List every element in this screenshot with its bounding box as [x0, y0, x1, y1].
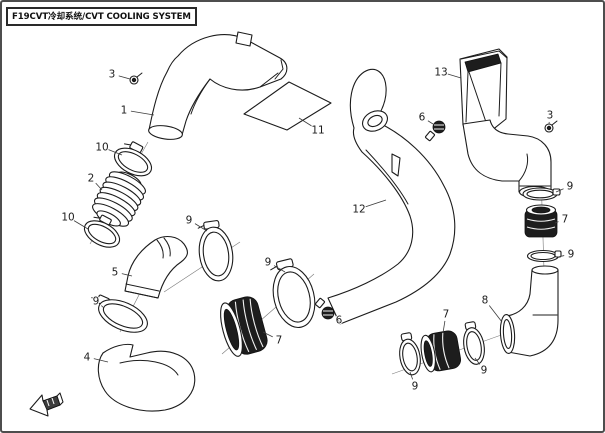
leader-line [273, 265, 286, 273]
part-11-gasket-sheet [243, 81, 332, 131]
leader-line [555, 188, 564, 193]
part-callout-12: 12 [352, 204, 365, 216]
leader-line [557, 255, 565, 258]
part-3-bolt-right [544, 120, 558, 133]
part-callout-6: 6 [336, 315, 343, 327]
part-callout-3: 3 [109, 69, 116, 81]
part-7-bellows-joint-a [220, 296, 268, 357]
leader-line [93, 358, 109, 363]
part-3-bolt-left [129, 72, 143, 85]
part-5-elbow-duct [124, 235, 188, 299]
part-callout-9: 9 [481, 365, 488, 377]
part-4-outlet-duct [97, 343, 196, 412]
front-direction-arrow-icon [29, 392, 64, 417]
part-9-hose-clamp-d [522, 187, 561, 201]
leader-line [118, 75, 131, 80]
leader-line [474, 357, 481, 365]
part-callout-5: 5 [112, 267, 119, 279]
leader-line [73, 220, 89, 230]
part-9-hose-clamp-f [463, 321, 485, 365]
part-9-hose-clamp-a [91, 294, 148, 333]
part-callout-11: 11 [311, 125, 324, 137]
part-callout-7: 7 [443, 309, 450, 321]
leader-line [427, 120, 434, 125]
leader-line [130, 110, 155, 116]
leader-line [298, 117, 313, 127]
part-10-hose-clamp-lower [83, 214, 121, 248]
part-callout-7: 7 [562, 214, 569, 226]
part-callout-9: 9 [568, 249, 575, 261]
leader-line [121, 273, 133, 277]
part-callout-9: 9 [412, 381, 419, 393]
part-callouts: 3 1 10 2 10 5 9 4 9 11 12 9 7 6 9 7 9 8 13 6 3 9 7 9 [60, 66, 575, 394]
leader-line [108, 149, 123, 156]
leader-line [554, 221, 559, 224]
part-callout-3: 3 [547, 110, 554, 122]
part-callout-1: 1 [121, 105, 128, 117]
part-callout-4: 4 [84, 352, 91, 364]
part-9-hose-clamp-c [270, 258, 316, 329]
part-callout-10: 10 [61, 212, 74, 224]
part-callout-9: 9 [93, 296, 100, 308]
part-callout-9: 9 [265, 257, 272, 269]
part-12-intake-tube [327, 68, 456, 325]
leader-line [332, 314, 334, 316]
leader-line [447, 73, 462, 79]
leader-line [442, 320, 446, 334]
part-7-bellows-joint-b [524, 204, 558, 238]
leader-line [409, 371, 414, 380]
part-9-hose-clamp-g [399, 332, 421, 376]
part-6-plug-right [424, 120, 446, 142]
leader-line [262, 331, 273, 338]
part-9-hose-clamp-e [526, 249, 562, 263]
leader-line [194, 223, 208, 232]
part-callout-9: 9 [186, 215, 193, 227]
part-callout-7: 7 [276, 335, 283, 347]
part-callout-6: 6 [419, 112, 426, 124]
part-callout-2: 2 [88, 173, 95, 185]
part-callout-8: 8 [482, 295, 489, 307]
part-2-corrugated-hose [92, 171, 146, 227]
part-13-intake-snorkel [459, 48, 552, 199]
part-1-intake-duct [148, 31, 288, 140]
leader-line [101, 305, 105, 309]
diagram-title: F19CVT冷却系统/CVT COOLING SYSTEM [6, 7, 197, 26]
leader-line [488, 305, 503, 323]
leader-line [95, 182, 103, 191]
part-callout-9: 9 [567, 181, 574, 193]
part-9-hose-clamp-b [197, 220, 234, 282]
leader-line [365, 199, 387, 208]
part-7-bellows-joint-c [420, 330, 462, 373]
part-callout-13: 13 [434, 67, 447, 79]
part-6-plug-left [314, 297, 335, 320]
part-8-elbow-pipe [499, 265, 559, 357]
part-callout-10: 10 [95, 142, 108, 154]
